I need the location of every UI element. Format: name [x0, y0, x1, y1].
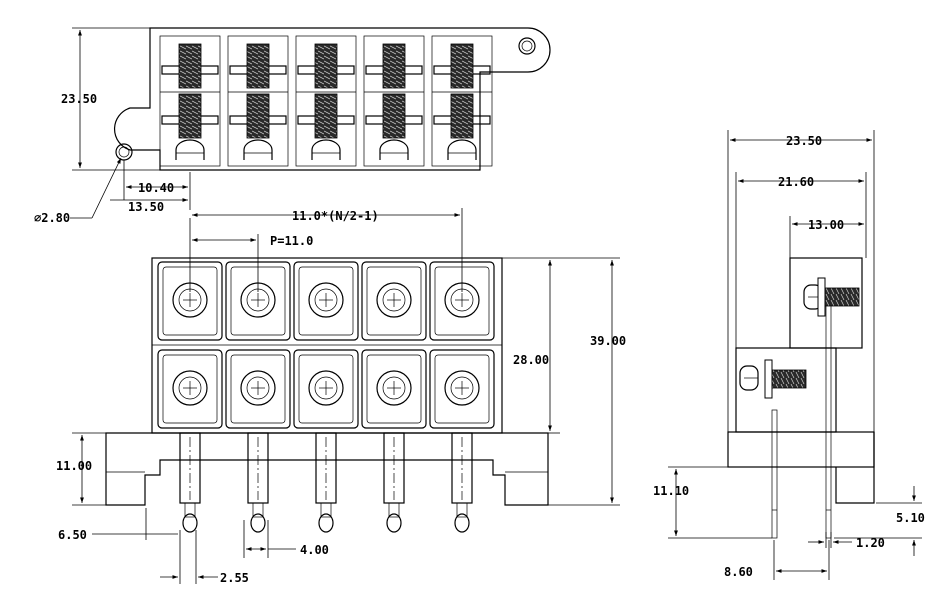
top-view-dimensions: 23.50 10.40 13.50 ⌀2.80	[34, 27, 191, 225]
dim-side-pin-tip: 5.10	[896, 511, 925, 525]
dim-pin-length: 6.50	[58, 528, 87, 542]
dim-pitch: P=11.0	[270, 234, 313, 248]
front-terminal	[361, 261, 427, 533]
side-screw-upper	[803, 277, 860, 317]
side-view	[727, 257, 875, 539]
front-view	[105, 257, 549, 533]
front-terminal	[225, 261, 291, 533]
dim-hole-offset-1: 10.40	[138, 181, 174, 195]
dim-side-pin-thickness: 1.20	[856, 536, 885, 550]
top-terminal	[295, 35, 357, 167]
dim-side-pin-spacing: 8.60	[724, 565, 753, 579]
side-screw-lower	[739, 359, 807, 399]
dim-top-height: 23.50	[61, 92, 97, 106]
dim-total-height: 39.00	[590, 334, 626, 348]
front-terminal	[293, 261, 359, 533]
dim-pin-offset: 2.55	[220, 571, 249, 585]
dim-pin-spacing: 4.00	[300, 543, 329, 557]
top-view	[114, 27, 551, 171]
dim-base-height: 11.00	[56, 459, 92, 473]
dim-span-formula: 11.0*(N/2-1)	[292, 209, 379, 223]
top-terminal	[159, 35, 221, 167]
dim-side-step-width: 13.00	[808, 218, 844, 232]
dim-side-inner-width: 21.60	[778, 175, 814, 189]
dim-hole-offset-2: 13.50	[128, 200, 164, 214]
top-terminal	[431, 35, 493, 167]
side-view-dimensions: 23.50 21.60 13.00 11.10 8.60 5.10 1.20	[653, 130, 925, 580]
dim-body-height: 28.00	[513, 353, 549, 367]
dim-side-width: 23.50	[786, 134, 822, 148]
front-terminal	[429, 261, 495, 533]
front-view-dimensions: 11.0*(N/2-1) P=11.0 28.00 39.00 11.00 6.…	[56, 208, 626, 585]
top-terminal	[227, 35, 289, 167]
dim-side-pin-length: 11.10	[653, 484, 689, 498]
top-terminal	[363, 35, 425, 167]
dim-hole-diameter: ⌀2.80	[34, 211, 70, 225]
front-terminal	[157, 261, 223, 533]
